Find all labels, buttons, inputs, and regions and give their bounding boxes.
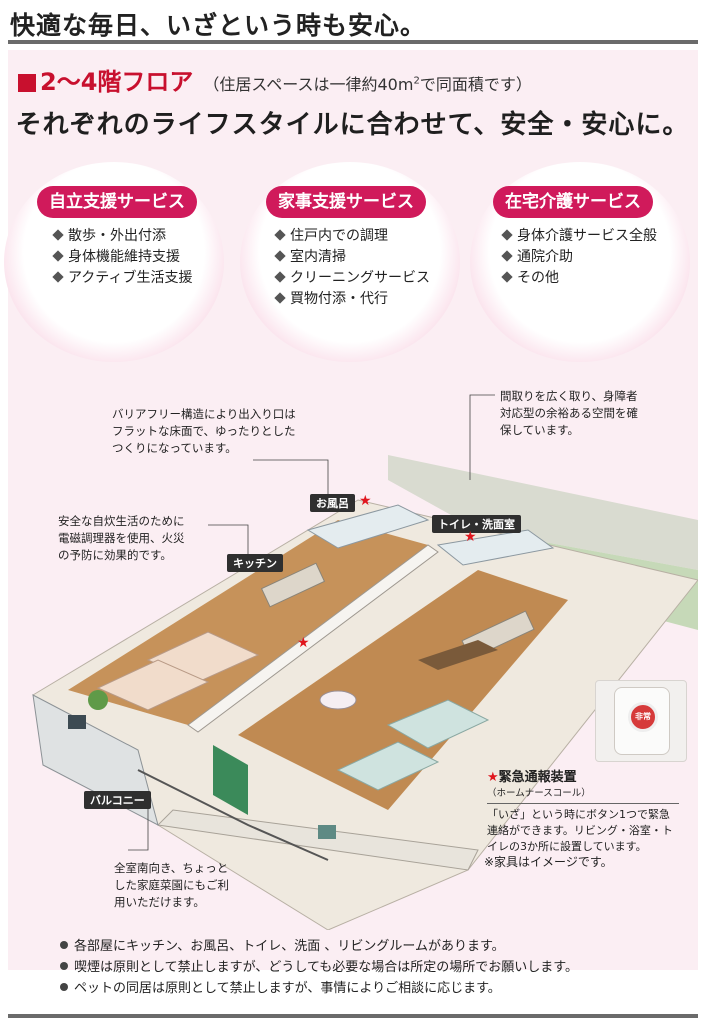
leader-line-barrier <box>253 459 329 500</box>
partition-wall <box>187 544 439 733</box>
callout-kitchen: 安全な自炊生活のために 電磁調理器を使用、火災 の予防に効果的です。 <box>58 514 185 562</box>
room-label-bath: お風呂 <box>310 494 355 512</box>
dining-table <box>319 690 357 710</box>
device-body: 非常 <box>614 687 670 755</box>
front-wall <box>156 809 479 871</box>
floor-note-suffix: で同面積です） <box>419 75 532 94</box>
bath-room-left <box>306 504 430 549</box>
star-icon: ★ <box>297 635 310 651</box>
wardrobe <box>418 640 498 670</box>
balcony-railing <box>137 769 329 861</box>
diamond-bullet-icon <box>52 271 64 283</box>
star-icon: ★ <box>359 493 372 509</box>
callout-balcony: 全室南向き、ちょっと した家庭菜園にもご利 用いただけます。 <box>114 861 229 909</box>
balcony-green-panel <box>213 745 248 815</box>
corridor-facade <box>388 455 698 570</box>
list-item: 買物付添・代行 <box>274 289 430 310</box>
device-button-label: 非常 <box>628 702 658 732</box>
square-bullet-icon <box>18 74 36 92</box>
callout-layout: 間取りを広く取り、身障者 対応型の余裕ある空間を確 保しています。 <box>500 389 638 437</box>
service-list-independence: 散歩・外出付添 身体機能維持支援 アクティブ生活支援 <box>52 226 192 289</box>
room-label-kitchen: キッチン <box>227 554 283 572</box>
list-item: アクティブ生活支援 <box>52 268 192 289</box>
furniture-note: ※家具はイメージです。 <box>484 855 613 869</box>
emergency-call-device-image: 非常 <box>595 680 687 762</box>
floor-note-sup: 2 <box>413 75 420 87</box>
list-item: クリーニングサービス <box>274 268 430 289</box>
list-item: 喫煙は原則として禁止しますが、どうしても必要な場合は所定の場所でお願いします。 <box>60 957 578 978</box>
list-item: ペットの同居は原則として禁止しますが、事情によりご相談に応じます。 <box>60 978 578 999</box>
star-icon: ★ <box>464 529 477 545</box>
diamond-bullet-icon <box>501 229 513 241</box>
list-item: その他 <box>501 268 657 289</box>
diamond-bullet-icon <box>274 271 286 283</box>
armchair-right <box>318 825 336 839</box>
dot-bullet-icon <box>60 962 68 970</box>
footer-rule <box>8 1014 698 1018</box>
list-item: 住戸内での調理 <box>274 226 430 247</box>
tagline: それぞれのライフスタイルに合わせて、安全・安心に。 <box>15 110 690 140</box>
bed-right-1 <box>386 699 490 749</box>
service-title-care: 在宅介護サービス <box>493 186 653 218</box>
emergency-rule <box>487 803 679 804</box>
leader-line-kitchen <box>208 524 249 560</box>
kitchen-counter-left <box>260 562 326 608</box>
armchair-left <box>68 715 86 729</box>
service-title-independence: 自立支援サービス <box>37 186 197 218</box>
emergency-section: ★緊急通報装置（ホームナースコール） 「いざ」という時にボタン1つで緊急 連絡が… <box>487 766 679 855</box>
diamond-bullet-icon <box>274 229 286 241</box>
list-item: 散歩・外出付添 <box>52 226 192 247</box>
diamond-bullet-icon <box>274 250 286 262</box>
service-list-care: 身体介護サービス全般 通院介助 その他 <box>501 226 657 289</box>
list-item: 通院介助 <box>501 247 657 268</box>
list-item: 各部屋にキッチン、お風呂、トイレ、洗面 、リビングルームがあります。 <box>60 936 578 957</box>
floor-note-prefix: （住居スペースは一律約40m <box>203 75 414 94</box>
room-label-toilet: トイレ・洗面室 <box>432 515 521 533</box>
bed-right-2 <box>336 741 440 791</box>
list-item: 身体介護サービス全般 <box>501 226 657 247</box>
callout-barrier-free: バリアフリー構造により出入り口は フラットな床面で、ゆったりとした つくりになっ… <box>112 407 296 455</box>
dot-bullet-icon <box>60 983 68 991</box>
bath-room-right <box>436 529 555 566</box>
floor-plan-illustration <box>32 394 698 930</box>
service-list-housework: 住戸内での調理 室内清掃 クリーニングサービス 買物付添・代行 <box>274 226 430 310</box>
leader-line-balcony <box>128 802 149 851</box>
plant-icon <box>88 690 108 710</box>
diamond-bullet-icon <box>274 292 286 304</box>
list-item: 身体機能維持支援 <box>52 247 192 268</box>
list-item: 室内清掃 <box>274 247 430 268</box>
notes-list: 各部屋にキッチン、お風呂、トイレ、洗面 、リビングルームがあります。 喫煙は原則… <box>60 936 578 999</box>
emergency-title: ★緊急通報装置（ホームナースコール） <box>487 770 591 799</box>
diamond-bullet-icon <box>52 229 64 241</box>
service-title-housework: 家事支援サービス <box>266 186 426 218</box>
diamond-bullet-icon <box>501 271 513 283</box>
leader-line-layout <box>469 394 495 480</box>
floor-heading: 2～4階フロア （住居スペースは一律約40m2で同面積です） <box>18 62 532 97</box>
diamond-bullet-icon <box>501 250 513 262</box>
room-label-balcony: バルコニー <box>84 791 151 809</box>
bed-left-2 <box>96 659 210 711</box>
diamond-bullet-icon <box>52 250 64 262</box>
floor-note: （住居スペースは一律約40m2で同面積です） <box>203 71 531 95</box>
floor-title: 2～4階フロア <box>40 68 194 96</box>
dot-bullet-icon <box>60 941 68 949</box>
page-title: 快適な毎日、いざという時も安心。 <box>10 11 427 40</box>
star-icon: ★ <box>487 770 499 785</box>
header-rule <box>8 40 698 44</box>
emergency-description: 「いざ」という時にボタン1つで緊急 連絡ができます。リビング・浴室・ト イレの3… <box>487 808 673 853</box>
